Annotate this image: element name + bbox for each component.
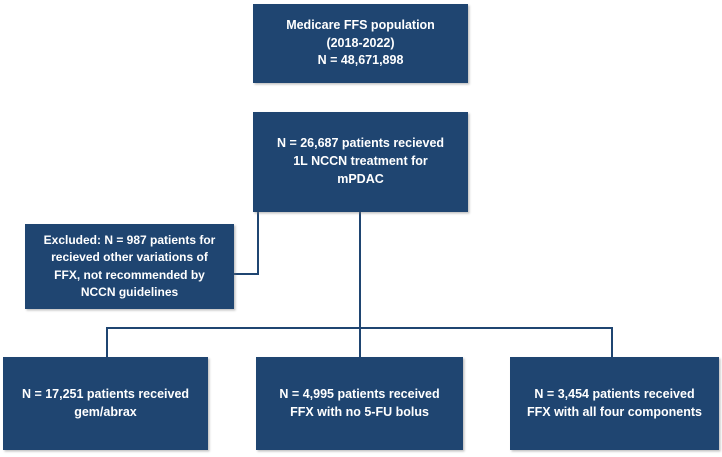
medicare-population-box: Medicare FFS population (2018-2022) N = … bbox=[253, 4, 468, 83]
exclusion-branch-vertical-line bbox=[257, 212, 259, 275]
excluded-box: Excluded: N = 987 patients for recieved … bbox=[25, 224, 234, 309]
nccn-treated-box: N = 26,687 patients recieved 1L NCCN tre… bbox=[253, 112, 468, 212]
arm-gem-abrax-box: N = 17,251 patients received gem/abrax bbox=[3, 357, 208, 450]
drop-to-arm-3-line bbox=[611, 327, 613, 357]
drop-to-arm-2-line bbox=[359, 327, 361, 357]
exclusion-branch-horizontal-line bbox=[234, 273, 259, 275]
drop-to-arm-1-line bbox=[106, 327, 108, 357]
arm-ffx-no-bolus-box: N = 4,995 patients received FFX with no … bbox=[256, 357, 463, 450]
arm-ffx-all-components-box: N = 3,454 patients received FFX with all… bbox=[510, 357, 719, 450]
trunk-vertical-line bbox=[359, 212, 361, 357]
